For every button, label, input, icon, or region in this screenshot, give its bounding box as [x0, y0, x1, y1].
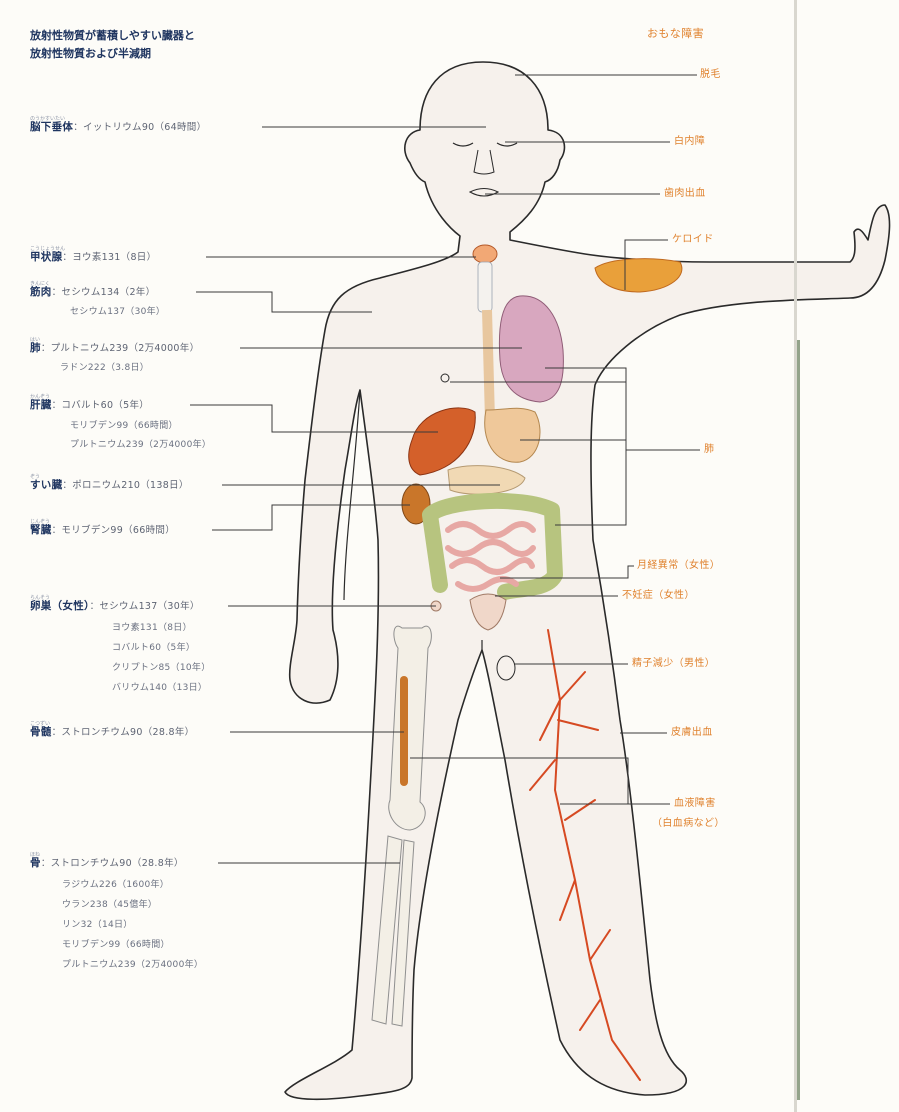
ruby-muscle: きんにく [30, 278, 50, 290]
label-liver: かんぞう 肝臓：コバルト60（5年） [30, 399, 149, 412]
nuclide-marrow-0: ストロンチウム90（28.8年） [61, 727, 194, 738]
right-heading: おもな障害 [647, 28, 704, 40]
nuclide-ovary-1: ヨウ素131（8日） [112, 622, 192, 634]
nuclide-lung-1: ラドン222（3.8日） [60, 362, 149, 374]
title-line-1: 放射性物質が蓄積しやすい臓器と [30, 28, 195, 44]
nuclide-liver-2: プルトニウム239（2万4000年） [70, 439, 211, 451]
nuclide-muscle-1: セシウム137（30年） [70, 306, 165, 318]
effect-menstrual: 月経異常（女性） [637, 560, 720, 572]
label-pancreas: ぞう すい臓：ポロニウム210（138日） [30, 479, 189, 492]
ruby-thyroid: こうじょうせん [30, 243, 65, 255]
nuclide-pituitary-0: イットリウム90（64時間） [83, 122, 206, 133]
effect-gum-bleeding: 歯肉出血 [664, 188, 706, 200]
effect-blood-disorder: 血液障害 [674, 798, 716, 810]
esophagus [487, 310, 490, 420]
thyroid-organ [473, 245, 497, 263]
nuclide-thyroid-0: ヨウ素131（8日） [72, 252, 156, 263]
nuclide-muscle-0: セシウム134（2年） [61, 287, 155, 298]
nuclide-lung-0: プルトニウム239（2万4000年） [51, 343, 200, 354]
label-kidney: じんぞう 腎臓：モリブデン99（66時間） [30, 524, 175, 537]
ruby-lung: はい [30, 334, 40, 346]
effect-infertility: 不妊症（女性） [622, 590, 695, 602]
nuclide-ovary-2: コバルト60（5年） [112, 642, 195, 654]
nuclide-kidney-0: モリブデン99（66時間） [61, 525, 175, 536]
nuclide-ovary-3: クリプトン85（10年） [112, 662, 211, 674]
ruby-liver: かんぞう [30, 391, 50, 403]
label-bone: ほね 骨：ストロンチウム90（28.8年） [30, 857, 184, 870]
nuclide-bone-5: プルトニウム239（2万4000年） [62, 959, 203, 971]
bone-marrow [400, 676, 408, 786]
ruby-pituitary: のうかすいたい [30, 113, 65, 125]
nuclide-pancreas-0: ポロニウム210（138日） [72, 480, 188, 491]
label-pituitary: のうかすいたい 脳下垂体：イットリウム90（64時間） [30, 121, 206, 134]
nuclide-bone-3: リン32（14日） [62, 919, 133, 931]
title-line-2: 放射性物質および半減期 [30, 46, 151, 62]
nuclide-liver-0: コバルト60（5年） [61, 400, 149, 411]
effect-sperm: 精子減少（男性） [632, 658, 715, 670]
page-fold-line [794, 0, 797, 1112]
label-ovary: らんそう 卵巣（女性）：セシウム137（30年） [30, 600, 200, 613]
label-thyroid: こうじょうせん 甲状腺：ヨウ素131（8日） [30, 251, 156, 264]
nuclide-bone-1: ラジウム226（1600年） [62, 879, 169, 891]
testis-organ [497, 656, 515, 680]
nuclide-bone-2: ウラン238（45億年） [62, 899, 157, 911]
ruby-kidney: じんぞう [30, 516, 50, 528]
page-edge-green [797, 340, 800, 1100]
effect-cataract: 白内障 [674, 136, 705, 148]
trachea [478, 262, 492, 312]
nuclide-bone-4: モリブデン99（66時間） [62, 939, 170, 951]
nuclide-ovary-0: セシウム137（30年） [99, 601, 199, 612]
effect-hair-loss: 脱毛 [700, 69, 721, 81]
ruby-pancreas: ぞう [30, 471, 40, 483]
ruby-marrow: こつずい [30, 718, 50, 730]
label-marrow: こつずい 骨髄：ストロンチウム90（28.8年） [30, 726, 194, 739]
effect-skin-bleeding: 皮膚出血 [671, 727, 713, 739]
ruby-bone: ほね [30, 849, 40, 861]
effect-blood-disorder-note: （白血病など） [652, 818, 725, 830]
effect-lung: 肺 [704, 444, 714, 456]
ruby-ovary: らんそう [30, 592, 50, 604]
nuclide-liver-1: モリブデン99（66時間） [70, 420, 178, 432]
label-lung: はい 肺：プルトニウム239（2万4000年） [30, 342, 199, 355]
effect-keloid: ケロイド [672, 234, 714, 246]
nuclide-ovary-4: バリウム140（13日） [112, 682, 207, 694]
nuclide-bone-0: ストロンチウム90（28.8年） [51, 858, 184, 869]
label-muscle: きんにく 筋肉：セシウム134（2年） [30, 286, 155, 299]
